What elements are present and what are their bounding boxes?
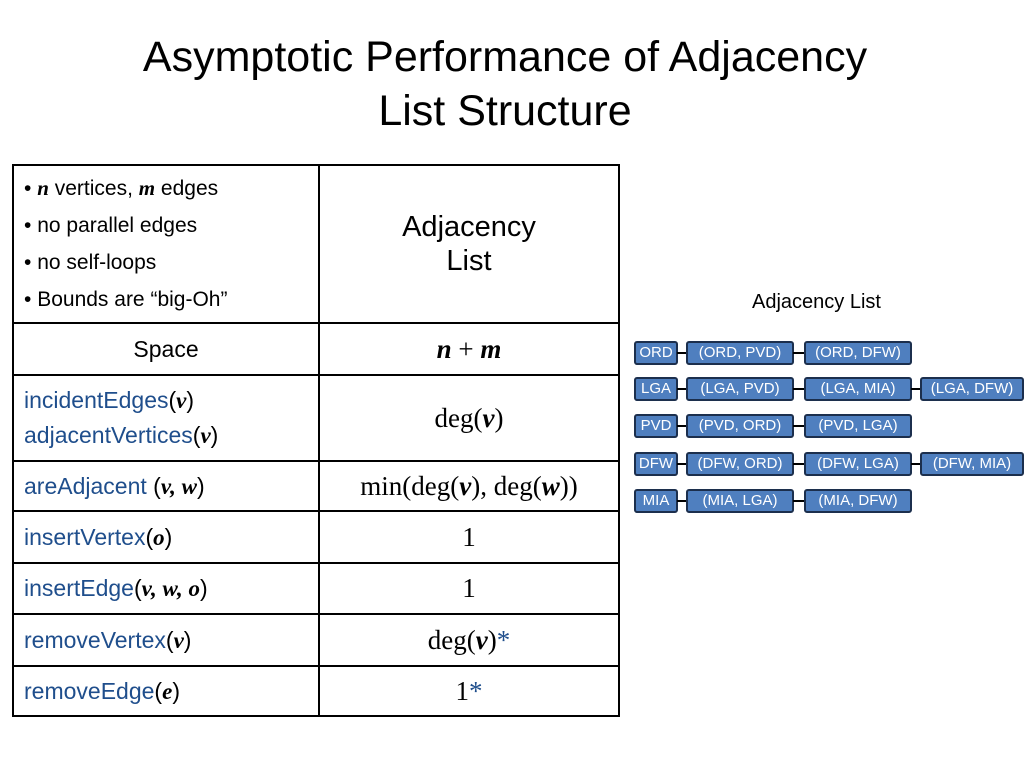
row-label-insert-vertex: insertVertex(o) [12, 510, 320, 564]
table-row: incidentEdges(v) adjacentVertices(v) deg… [12, 374, 620, 462]
vertex-node-mia: MIA [634, 489, 678, 513]
link-line [793, 425, 805, 427]
vertex-node-lga: LGA [634, 377, 678, 401]
row-label-space: Space [12, 322, 320, 376]
row-label-are-adjacent: areAdjacent (v, w) [12, 460, 320, 512]
assumptions-cell: • n vertices, m edges • no parallel edge… [12, 164, 320, 324]
row-label-insert-edge: insertEdge(v, w, o) [12, 562, 320, 615]
cost-insert-vertex: 1 [318, 510, 620, 564]
edge-node: (MIA, LGA) [686, 489, 794, 513]
vertex-node-dfw: DFW [634, 452, 678, 476]
assumption-item: • Bounds are “big-Oh” [24, 288, 228, 311]
table-row: insertVertex(o) 1 [12, 510, 620, 564]
link-line [677, 425, 687, 427]
edge-node: (PVD, LGA) [804, 414, 912, 438]
edge-node: (LGA, MIA) [804, 377, 912, 401]
cost-are-adjacent: min(deg(v), deg(w)) [318, 460, 620, 512]
assumption-item: • no parallel edges [24, 214, 198, 237]
edge-node: (DFW, MIA) [920, 452, 1024, 476]
adjacency-list-caption: Adjacency List [752, 291, 881, 313]
cost-incident-adjacent: deg(v) [318, 374, 620, 462]
link-line [677, 500, 687, 502]
edge-node: (ORD, DFW) [804, 341, 912, 365]
cost-remove-edge: 1* [318, 665, 620, 717]
link-line [677, 352, 687, 354]
assumption-item: • n vertices, m edges [24, 176, 219, 200]
link-line [677, 388, 687, 390]
edge-node: (ORD, PVD) [686, 341, 794, 365]
edge-node: (DFW, ORD) [686, 452, 794, 476]
table-row: areAdjacent (v, w) min(deg(v), deg(w)) [12, 460, 620, 512]
link-line [677, 463, 687, 465]
cost-space: n + m [318, 322, 620, 376]
vertex-node-ord: ORD [634, 341, 678, 365]
row-label-remove-vertex: removeVertex(v) [12, 613, 320, 667]
link-line [793, 388, 805, 390]
slide-title: Asymptotic Performance of Adjacency List… [0, 30, 1010, 138]
edge-node: (LGA, DFW) [920, 377, 1024, 401]
assumption-item: • no self-loops [24, 251, 157, 274]
table-row: insertEdge(v, w, o) 1 [12, 562, 620, 615]
table-row: Space n + m [12, 322, 620, 376]
title-line-1: Asymptotic Performance of Adjacency [142, 33, 868, 81]
edge-node: (LGA, PVD) [686, 377, 794, 401]
title-line-2: List Structure [378, 87, 632, 135]
edge-node: (MIA, DFW) [804, 489, 912, 513]
table-row: removeEdge(e) 1* [12, 665, 620, 717]
column-header-adjacency-list: Adjacency List [318, 164, 620, 324]
link-line [911, 388, 921, 390]
row-label-incident-adjacent: incidentEdges(v) adjacentVertices(v) [12, 374, 320, 462]
vertex-node-pvd: PVD [634, 414, 678, 438]
table-header-row: • n vertices, m edges • no parallel edge… [12, 164, 620, 324]
link-line [911, 463, 921, 465]
link-line [793, 352, 805, 354]
edge-node: (DFW, LGA) [804, 452, 912, 476]
edge-node: (PVD, ORD) [686, 414, 794, 438]
table-row: removeVertex(v) deg(v)* [12, 613, 620, 667]
performance-table: • n vertices, m edges • no parallel edge… [12, 164, 620, 717]
cost-remove-vertex: deg(v)* [318, 613, 620, 667]
row-label-remove-edge: removeEdge(e) [12, 665, 320, 717]
link-line [793, 463, 805, 465]
link-line [793, 500, 805, 502]
cost-insert-edge: 1 [318, 562, 620, 615]
